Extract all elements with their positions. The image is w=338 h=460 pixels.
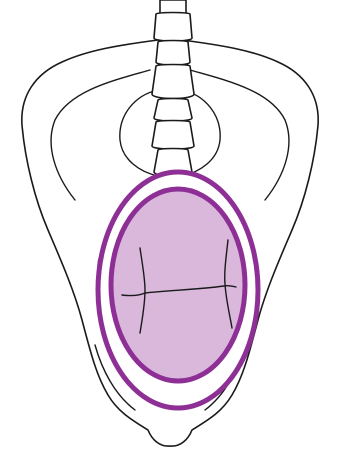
vertebra-6 (152, 121, 194, 150)
vertebra-2 (154, 13, 192, 42)
vertebra-4 (152, 65, 194, 99)
vertebra-5 (154, 99, 192, 122)
spine (152, 0, 194, 177)
vertebra-3 (156, 41, 190, 66)
